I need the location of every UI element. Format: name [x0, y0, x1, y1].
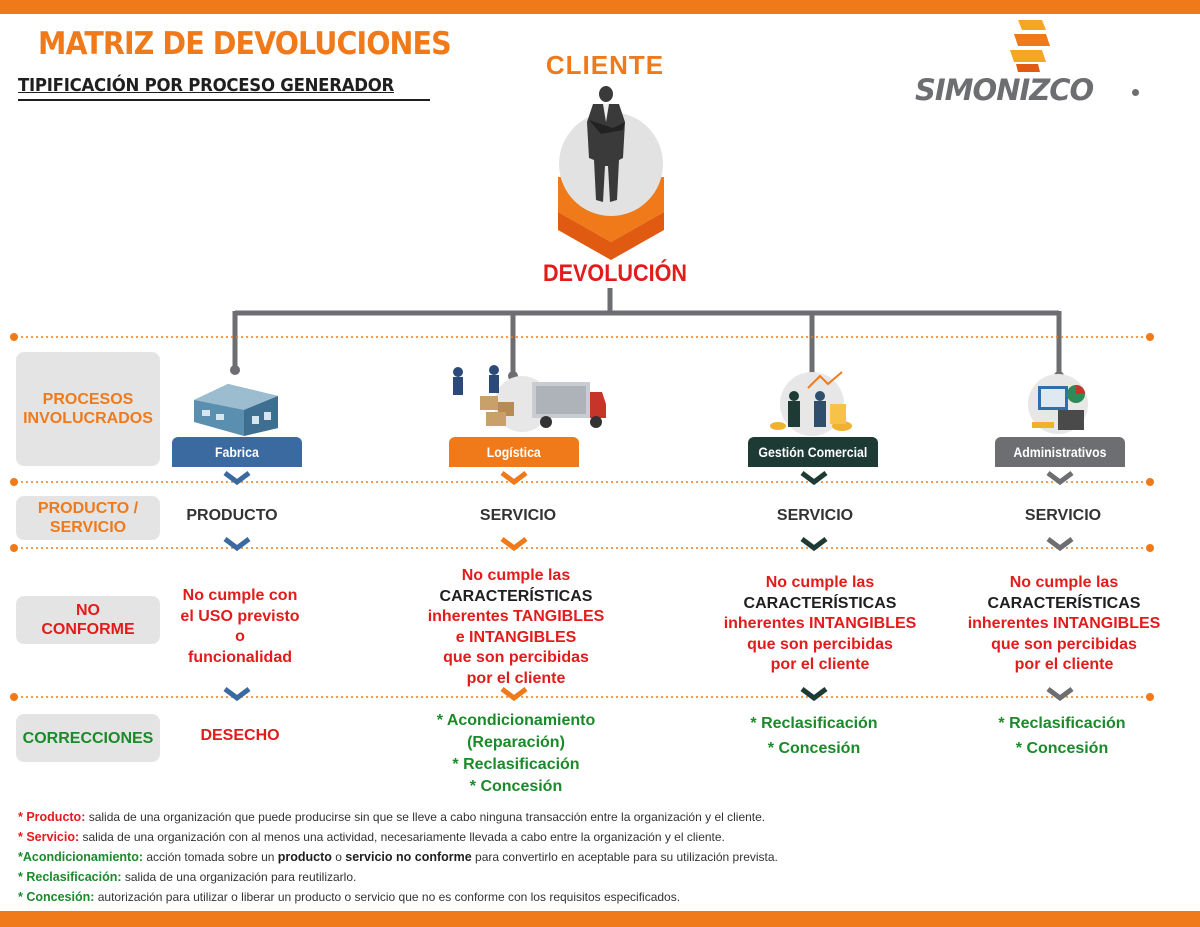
definition-term: * Concesión:	[18, 890, 95, 904]
definition-text: salida de una organización para reutiliz…	[121, 870, 357, 884]
process-tab-fabrica: Fabrica	[172, 437, 302, 467]
row-label-procesos: PROCESOS INVOLUCRADOS	[16, 352, 160, 466]
nc-line: No cumple con	[182, 587, 298, 604]
page-title: MATRIZ DE DEVOLUCIONES	[38, 26, 452, 62]
definition-term: * Reclasificación:	[18, 870, 122, 884]
logistics-icon	[453, 365, 606, 432]
factory-icon	[194, 384, 278, 436]
definition-text: o	[331, 850, 346, 864]
definition-text: salida de una organización con al menos …	[79, 830, 725, 844]
type-logistica: SERVICIO	[479, 507, 557, 524]
type-gestion-comercial: SERVICIO	[776, 507, 854, 524]
process-tab-logistica: Logística	[449, 437, 579, 467]
nc-line: CARACTERÍSTICAS	[439, 587, 593, 605]
type-administrativos: SERVICIO	[1024, 507, 1102, 524]
nc-line: e INTANGIBLES	[455, 628, 577, 646]
cliente-label: CLIENTE	[545, 50, 665, 80]
definition-term: *Acondicionamiento:	[18, 850, 144, 864]
businessman-icon	[558, 86, 664, 260]
bottom-bar	[0, 911, 1200, 927]
logo-dot	[1132, 89, 1139, 96]
corrections-fabrica: DESECHO	[130, 725, 350, 747]
definition-text: para convertirlo en aceptable para su ut…	[471, 850, 778, 864]
row-label-correcciones: CORRECCIONES	[16, 714, 160, 762]
nc-line: CARACTERÍSTICAS	[743, 594, 897, 612]
row-label-producto-servicio: PRODUCTO / SERVICIO	[16, 496, 160, 540]
correction-item: * Concesión	[1015, 740, 1109, 757]
type-fabrica: PRODUCTO	[186, 507, 278, 524]
nc-line: inherentes INTANGIBLES	[723, 615, 917, 632]
definition-text: servicio no conforme	[345, 850, 472, 864]
nc-line: inherentes INTANGIBLES	[967, 615, 1161, 632]
correction-item: * Reclasificación	[750, 715, 878, 732]
correction-item: DESECHO	[200, 727, 280, 744]
nc-line: funcionalidad	[188, 648, 292, 666]
definition-acondicionamiento: *Acondicionamiento: acción tomada sobre …	[18, 850, 778, 864]
nc-line: por el cliente	[1014, 656, 1114, 673]
nc-fabrica: No cumple con el USO previsto o funcionalid…	[130, 586, 350, 668]
nc-line: por el cliente	[466, 669, 566, 687]
nc-line: por el cliente	[770, 656, 870, 673]
definition-text: producto	[277, 850, 332, 864]
nc-line: No cumple las	[1009, 574, 1119, 591]
nc-line: No cumple las	[461, 567, 571, 584]
nc-line: el USO previsto	[180, 607, 300, 625]
corrections-gestion-comercial: * Reclasificación * Concesión	[704, 711, 924, 761]
correction-item: (Reparación)	[467, 734, 565, 751]
correction-item: * Reclasificación	[998, 715, 1126, 732]
correction-item: * Acondicionamiento	[436, 712, 596, 729]
office-icon	[1028, 374, 1088, 434]
corrections-logistica: * Acondicionamiento (Reparación) * Reclasi…	[406, 710, 626, 798]
nc-line: que son percibidas	[443, 649, 589, 666]
definition-reclasificacion: * Reclasificación: salida de una organiz…	[18, 870, 356, 884]
simonizco-logo-icon	[1010, 20, 1050, 72]
definition-term: * Producto:	[18, 810, 86, 824]
corrections-administrativos: * Reclasificación * Concesión	[952, 711, 1172, 761]
process-tab-gestion-comercial: Gestión Comercial	[748, 437, 878, 467]
nc-line: No cumple las	[765, 574, 875, 591]
correction-item: * Reclasificación	[452, 756, 580, 773]
definition-text: salida de una organización que puede pro…	[85, 810, 766, 824]
process-tab-administrativos: Administrativos	[995, 437, 1125, 467]
business-meeting-icon	[770, 371, 852, 436]
devolucion-label: DEVOLUCIÓN	[542, 260, 687, 287]
simonizco-logo: SIMONIZCO	[915, 73, 1094, 107]
correction-item: * Concesión	[469, 778, 563, 795]
nc-line: CARACTERÍSTICAS	[987, 594, 1141, 612]
definition-text: acción tomada sobre un	[143, 850, 278, 864]
nc-line: que son percibidas	[747, 635, 893, 653]
nc-line: o	[235, 628, 245, 645]
row-label-no-conforme: NO CONFORME	[16, 596, 160, 644]
definition-concesion: * Concesión: autorización para utilizar …	[18, 890, 680, 904]
definition-term: * Servicio:	[18, 830, 80, 844]
definition-text: autorización para utilizar o liberar un …	[94, 890, 681, 904]
subtitle-underline	[18, 99, 430, 101]
definition-producto: * Producto: salida de una organización q…	[18, 810, 765, 824]
definition-servicio: * Servicio: salida de una organización c…	[18, 830, 725, 844]
top-bar	[0, 0, 1200, 14]
nc-line: que son percibidas	[991, 635, 1137, 653]
nc-line: inherentes TANGIBLES	[427, 608, 605, 625]
page-subtitle: TIPIFICACIÓN POR PROCESO GENERADOR	[18, 75, 394, 96]
correction-item: * Concesión	[767, 740, 861, 757]
